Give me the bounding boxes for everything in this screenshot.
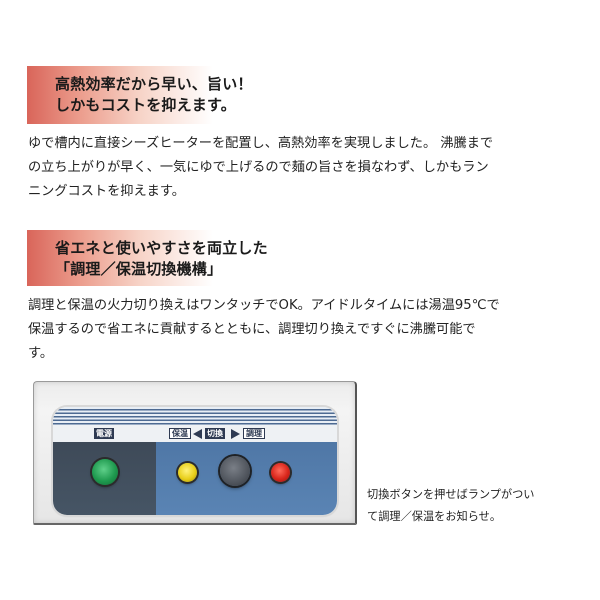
- control-panel-photo: 電源 保温 切換 調理: [33, 381, 357, 525]
- section-2-body-line-2: 保温するので省エネに貢献するとともに、調理切り換えですぐに沸騰可能で: [28, 322, 476, 337]
- section-2-heading-band: 省エネと使いやすさを両立した 「調理／保温切換機構」: [27, 230, 327, 286]
- caption-line-2: て調理／保温をお知らせ。: [367, 510, 502, 523]
- power-label: 電源: [94, 428, 114, 439]
- panel-decorative-stripes: [53, 407, 337, 425]
- cook-label: 調理: [243, 428, 265, 439]
- arrow-right-icon: [231, 429, 240, 439]
- section-1-heading-line-2: しかもコストを抑えます。: [55, 96, 236, 114]
- keep-warm-label: 保温: [169, 428, 191, 439]
- section-1-body-line-2: の立ち上がりが早く、一気にゆで上げるので麺の旨さを損なわず、しかもラン: [28, 160, 489, 175]
- section-2-heading-line-2: 「調理／保温切換機構」: [55, 260, 223, 278]
- power-lamp-green-icon: [92, 459, 118, 485]
- section-1-body-line-1: ゆで槽内に直接シーズヒーターを配置し、高熱効率を実現しました。 沸騰まで: [28, 136, 494, 151]
- section-1-body-line-3: ニングコストを抑えます。: [28, 184, 185, 199]
- section-2-heading: 省エネと使いやすさを両立した 「調理／保温切換機構」: [55, 238, 268, 280]
- switch-button-knob: [220, 456, 250, 486]
- section-2-heading-line-1: 省エネと使いやすさを両立した: [55, 239, 268, 257]
- section-1-heading-line-1: 高熱効率だから早い、旨い！: [55, 75, 253, 93]
- power-zone: [53, 442, 156, 515]
- section-1-heading: 高熱効率だから早い、旨い！ しかもコストを抑えます。: [55, 74, 253, 116]
- section-2-body-line-3: す。: [28, 346, 54, 361]
- switch-label: 切換: [205, 428, 225, 439]
- section-1-heading-band: 高熱効率だから早い、旨い！ しかもコストを抑えます。: [27, 66, 327, 124]
- cook-lamp-red-icon: [271, 463, 290, 482]
- control-panel-face: 電源 保温 切換 調理: [53, 407, 337, 515]
- panel-caption: 切換ボタンを押せばランプがつい て調理／保温をお知らせ。: [367, 484, 534, 528]
- section-1-body: ゆで槽内に直接シーズヒーターを配置し、高熱効率を実現しました。 沸騰まで の立ち…: [28, 132, 588, 204]
- section-2-body: 調理と保温の火力切り換えはワンタッチでOK。アイドルタイムには湯温95℃で 保温…: [28, 294, 588, 366]
- keep-warm-lamp-yellow-icon: [178, 463, 197, 482]
- panel-label-row: 電源 保温 切換 調理: [53, 425, 337, 442]
- section-2-body-line-1: 調理と保温の火力切り換えはワンタッチでOK。アイドルタイムには湯温95℃で: [28, 298, 500, 313]
- arrow-left-icon: [193, 429, 202, 439]
- caption-line-1: 切換ボタンを押せばランプがつい: [367, 488, 535, 501]
- switch-zone: [156, 442, 337, 515]
